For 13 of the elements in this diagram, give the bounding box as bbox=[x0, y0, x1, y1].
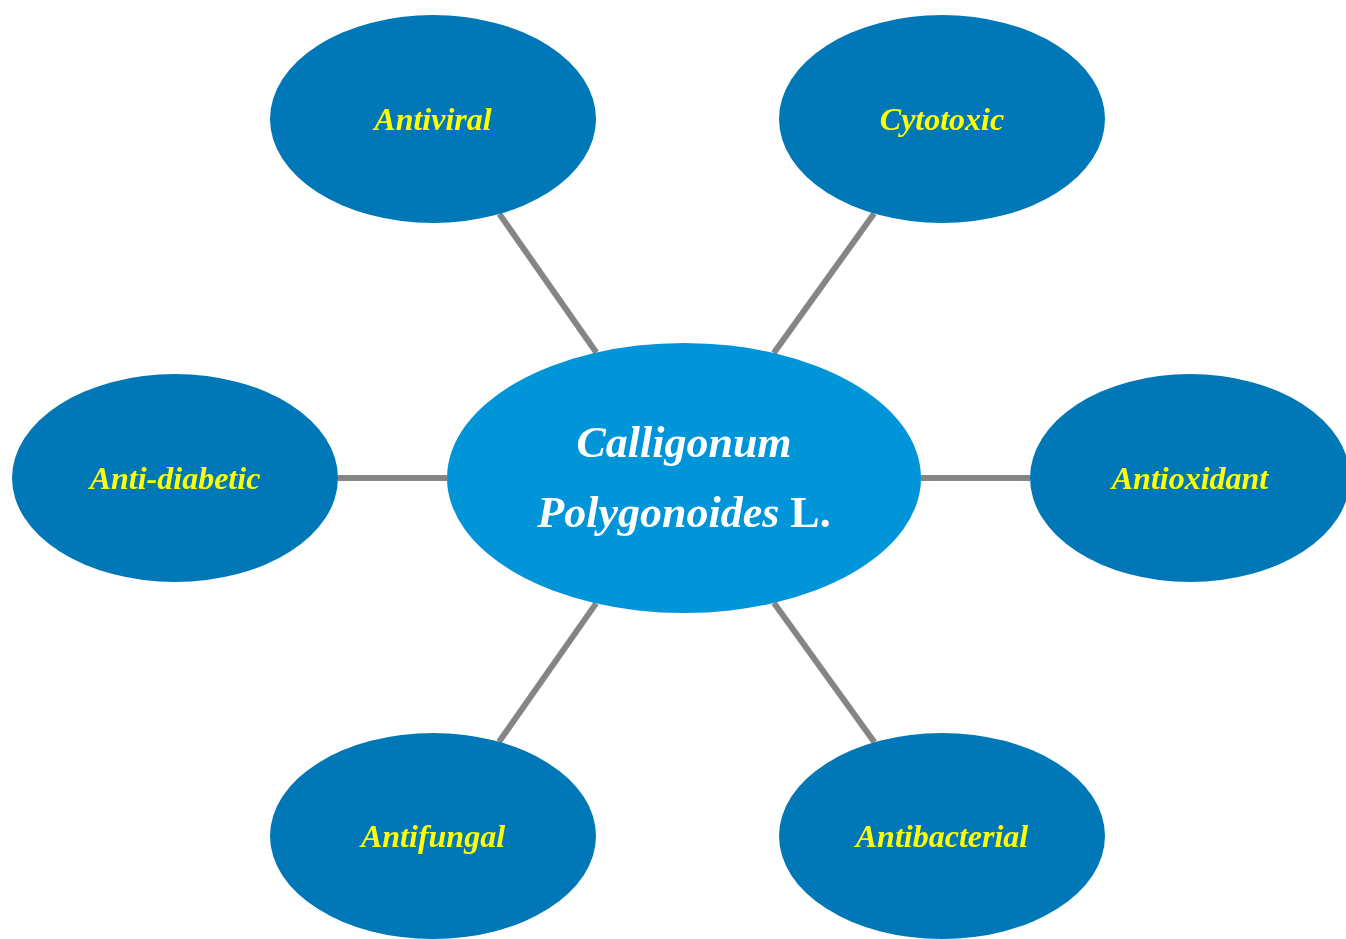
connector-line bbox=[921, 475, 1030, 481]
plant-name: Calligonum Polygonoides L. bbox=[536, 416, 832, 539]
connector-line bbox=[496, 212, 599, 355]
activity-label: Antiviral bbox=[374, 99, 492, 139]
connector-line bbox=[771, 601, 877, 745]
activity-label: Antifungal bbox=[360, 816, 506, 856]
activity-label: Antibacterial bbox=[855, 816, 1029, 856]
activity-label: Antioxidant bbox=[1111, 458, 1269, 498]
connector-line bbox=[496, 601, 599, 744]
activity-label: Cytotoxic bbox=[879, 99, 1005, 139]
connector-line bbox=[771, 211, 877, 355]
activity-label: Anti-diabetic bbox=[89, 458, 261, 498]
connector-line bbox=[338, 475, 447, 481]
